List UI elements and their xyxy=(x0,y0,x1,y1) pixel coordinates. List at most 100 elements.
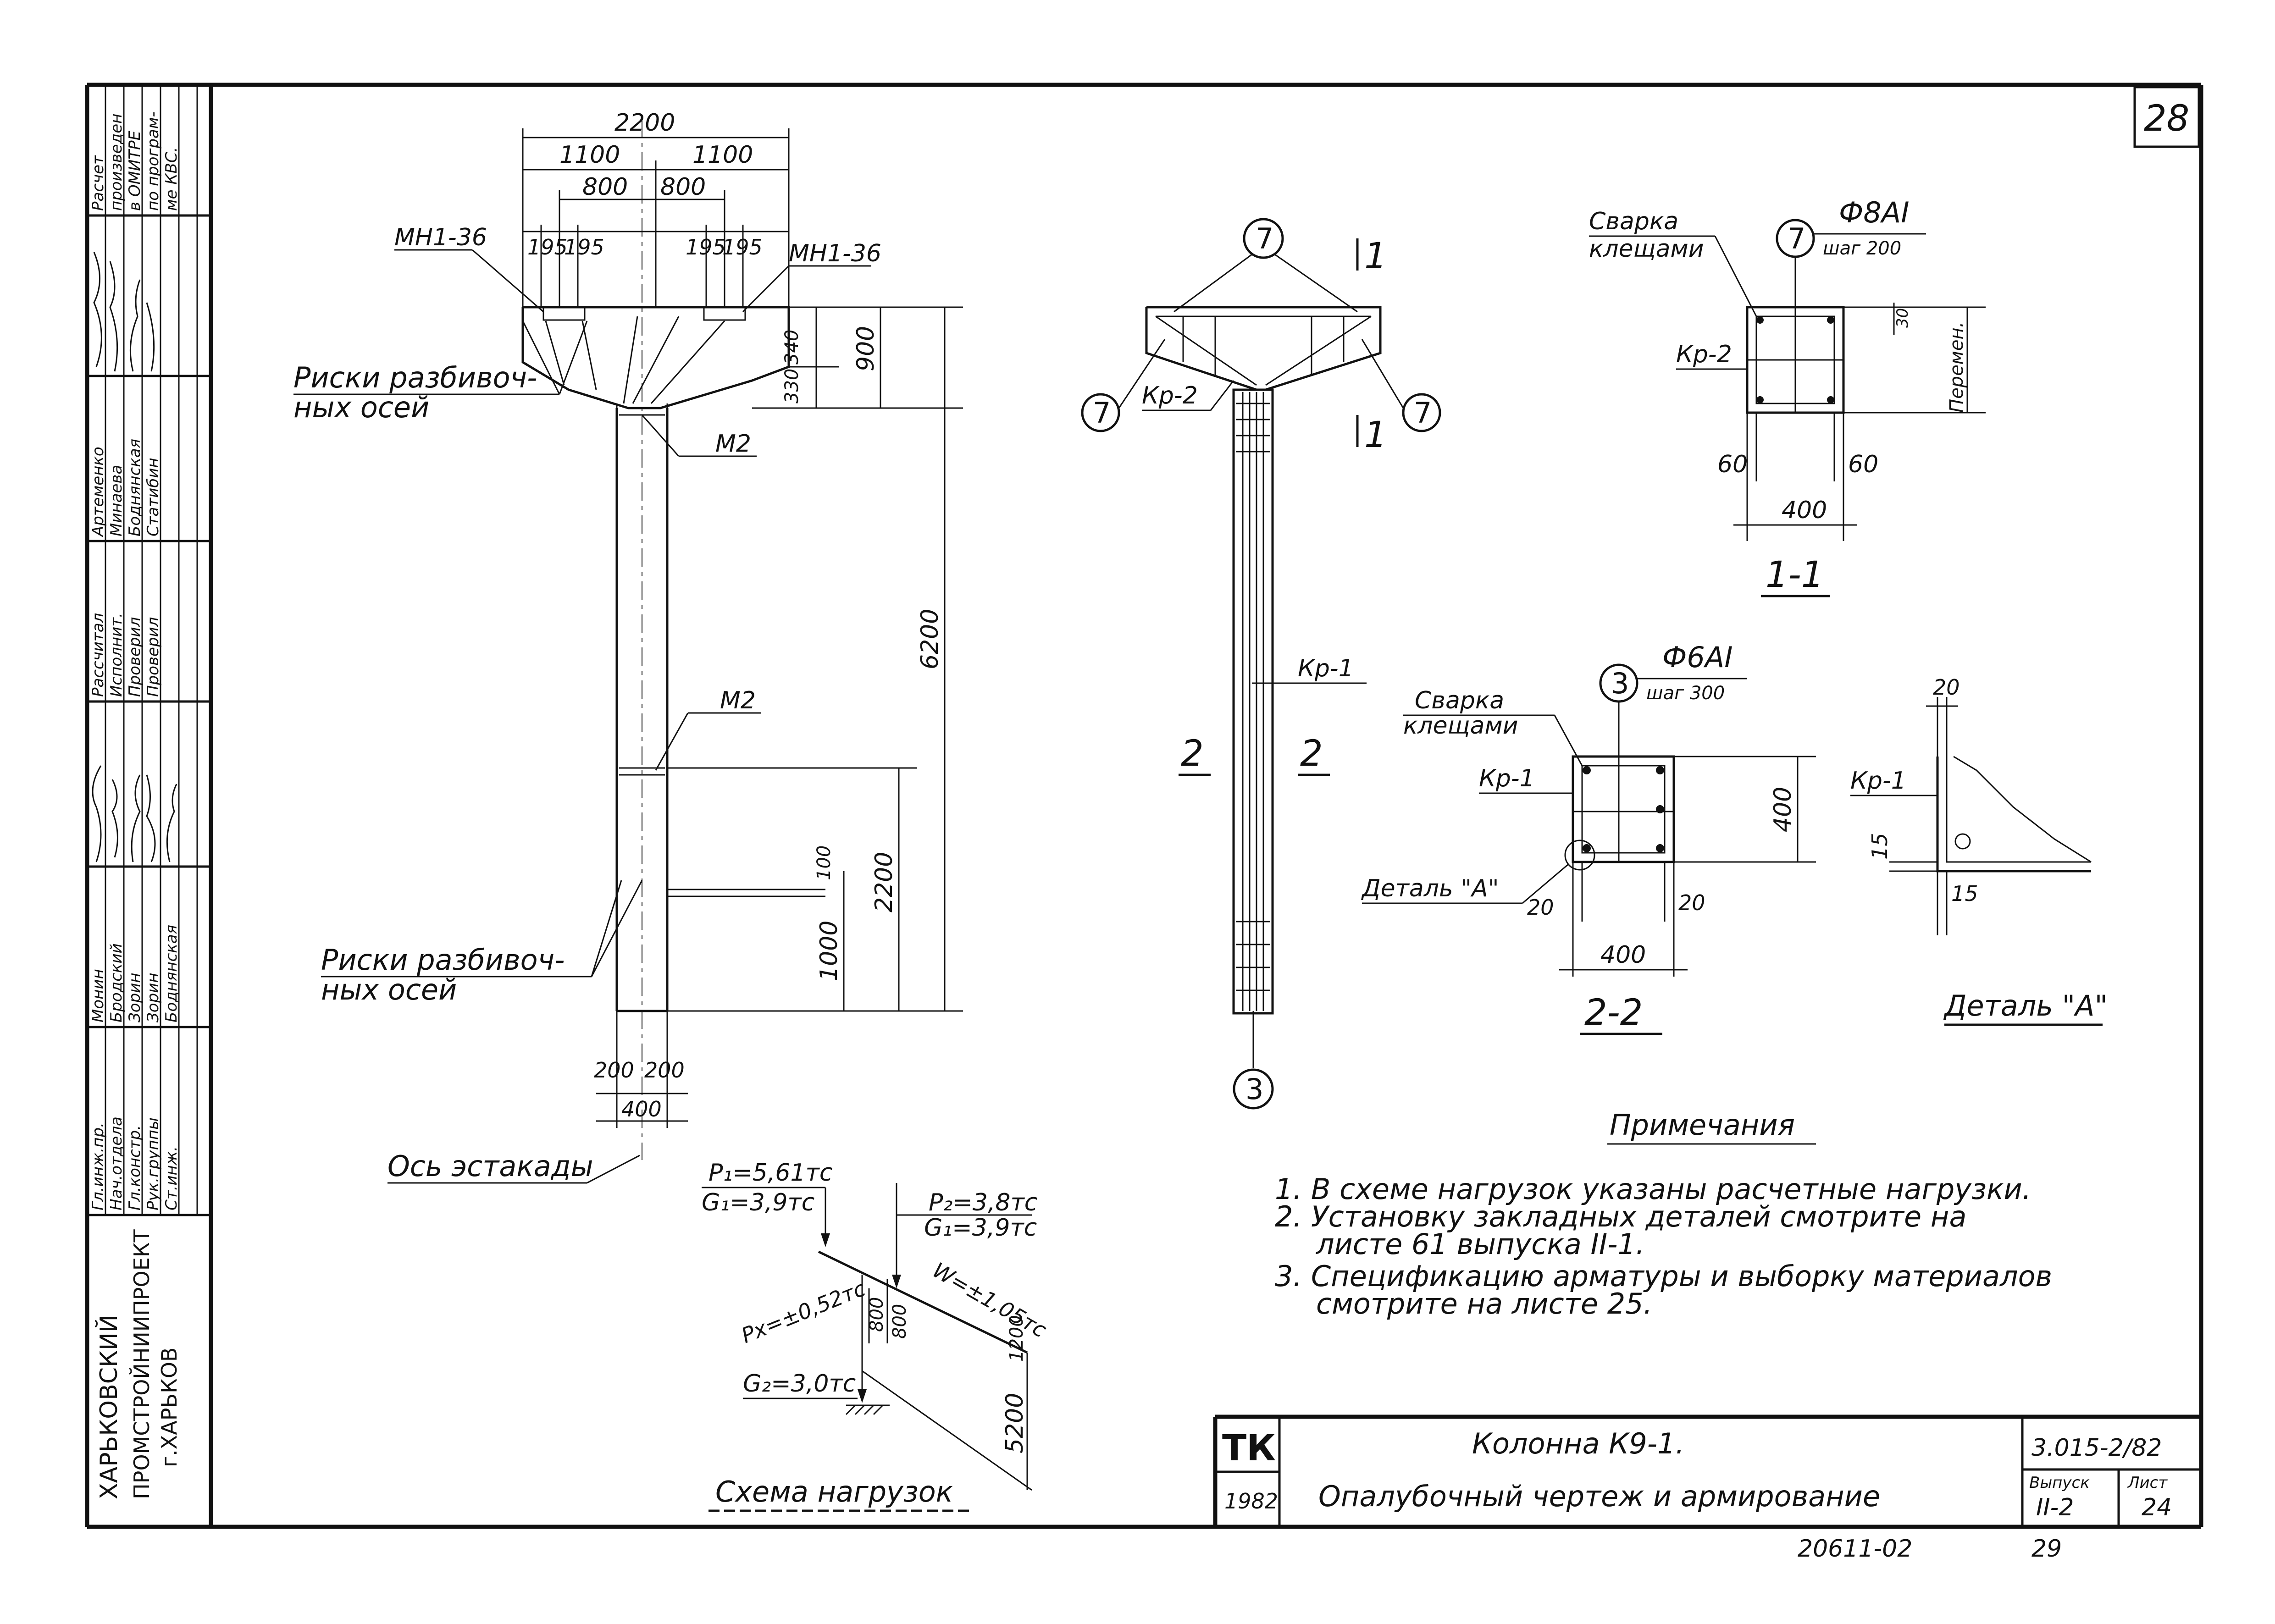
title-code: 3.015-2/82 xyxy=(2031,1434,2162,1462)
signature-group-2 xyxy=(93,252,155,372)
elevation-dimensions-bottom xyxy=(596,1011,688,1128)
load-g1-left: G₁=3,9тс xyxy=(702,1189,814,1216)
title-tk: ТК xyxy=(1222,1428,1276,1469)
title-list-value: 24 xyxy=(2142,1494,2172,1521)
load-dim-800-b: 800 xyxy=(889,1304,910,1339)
rebar-kr2-label: Кр-2 xyxy=(1142,382,1198,409)
stamp-name2-3: Боднянская xyxy=(126,439,144,536)
stamp-name-2: Бродский xyxy=(107,943,126,1022)
stamp-grid xyxy=(87,85,211,1216)
label-m2-top: М2 xyxy=(715,430,751,458)
dim-340: 340 xyxy=(781,330,803,365)
sheet-number: 28 xyxy=(2144,98,2189,139)
stamp-note-2: произведен xyxy=(107,114,126,211)
dim-195-3: 195 xyxy=(686,235,726,260)
title-vypusk-label: Выпуск xyxy=(2029,1474,2090,1492)
dim-200-left: 200 xyxy=(594,1058,634,1083)
dim-900: 900 xyxy=(852,326,880,371)
stamp-role-4: Рук.группы xyxy=(144,1117,162,1210)
section-2-2-dim-20-left: 20 xyxy=(1527,895,1554,920)
risk-label-top-1: Риски разбивоч- xyxy=(293,361,537,394)
section-1-1-step: шаг 200 xyxy=(1823,238,1901,259)
detail-a-title: Деталь "А" xyxy=(1943,989,2108,1022)
stamp-role-5: Ст.инж. xyxy=(162,1146,181,1210)
section-1-1-bar: Ф8АI xyxy=(1839,196,1910,229)
title-block-grid xyxy=(1213,1414,2201,1527)
dim-330: 330 xyxy=(781,369,803,403)
load-g1-right: G₁=3,9тс xyxy=(924,1214,1037,1242)
section-2-2-dim-20-right: 20 xyxy=(1678,890,1705,915)
section-1-1-dim-var: Перемен. xyxy=(1946,322,1967,413)
archive-number: 20611-02 xyxy=(1798,1535,1912,1563)
load-w: W=±1,05тс xyxy=(929,1258,1051,1342)
section-2-2 xyxy=(1559,702,1816,977)
signature-group-1 xyxy=(92,765,177,862)
org-name-3: г.ХАРЬКОВ xyxy=(157,1348,182,1468)
note-line-4: 3. Спецификацию арматуры и выборку матер… xyxy=(1275,1259,2052,1293)
sheet-frame xyxy=(85,83,2203,1529)
load-p1: P₁=5,61тс xyxy=(709,1159,832,1187)
dim-half-right: 1100 xyxy=(692,141,753,169)
dim-total-width: 2200 xyxy=(614,109,675,137)
dim-800-left: 800 xyxy=(582,173,628,201)
load-dim-1200: 1200 xyxy=(1006,1315,1027,1362)
section-2-2-welding-1: Сварка xyxy=(1415,687,1504,714)
label-mn-left: МН1-36 xyxy=(394,224,487,251)
stamp-role2-3: Проверил xyxy=(126,617,144,697)
load-dim-800-a: 800 xyxy=(866,1297,887,1332)
section-2-2-welding-2: клещами xyxy=(1403,712,1518,740)
stamp-note-1: Расчет xyxy=(89,155,107,211)
detail-a-kr: Кр-1 xyxy=(1850,767,1906,795)
load-g2: G₂=3,0тс xyxy=(743,1370,856,1398)
title-list-label: Лист xyxy=(2127,1474,2168,1492)
stamp-note-4: по програм- xyxy=(144,111,162,211)
load-diagram xyxy=(818,1183,1032,1491)
section-2-2-pos: 3 xyxy=(1611,667,1629,700)
label-mn-right: МН1-36 xyxy=(789,240,881,267)
archive-sheet: 29 xyxy=(2031,1535,2062,1563)
load-p2: P₂=3,8тс xyxy=(929,1189,1037,1216)
note-line-2: 2. Установку закладных деталей смотрите … xyxy=(1275,1200,1966,1233)
dim-195-4: 195 xyxy=(722,235,763,260)
load-diagram-title: Схема нагрузок xyxy=(715,1475,953,1508)
section-1-1-title: 1-1 xyxy=(1766,554,1824,596)
axis-label: Ось эстакады xyxy=(387,1149,593,1183)
dim-half-left: 1100 xyxy=(559,141,620,169)
cut-1-lower: 1 xyxy=(1364,414,1387,456)
section-2-2-dim-400-h: 400 xyxy=(1600,941,1646,969)
rebar-pos-3: 3 xyxy=(1245,1072,1263,1106)
detail-a-dim-15-a: 15 xyxy=(1867,833,1892,860)
title-year: 1982 xyxy=(1224,1489,1278,1514)
note-line-1: 1. В схеме нагрузок указаны расчетные на… xyxy=(1275,1172,2031,1206)
stamp-name-4: Зорин xyxy=(144,972,162,1022)
dim-1000: 1000 xyxy=(815,921,843,981)
rebar-pos-7-top: 7 xyxy=(1256,222,1273,255)
cut-2-left: 2 xyxy=(1181,733,1204,774)
stamp-role-1: Гл.инж.пр. xyxy=(89,1122,107,1210)
dim-800-right: 800 xyxy=(660,173,706,201)
column-elevation xyxy=(521,119,825,1160)
org-name-1: ХАРЬКОВСКИЙ xyxy=(95,1315,123,1499)
load-px: Pх=±0,52тс xyxy=(738,1276,869,1348)
section-1-1-dim-400: 400 xyxy=(1782,497,1827,524)
cut-2-right: 2 xyxy=(1300,733,1323,774)
stamp-role-3: Гл.констр. xyxy=(126,1125,144,1210)
section-2-2-dim-400-v: 400 xyxy=(1769,787,1797,832)
detail-a-dim-20: 20 xyxy=(1933,675,1960,700)
section-2-2-bar: Ф6АI xyxy=(1662,641,1733,674)
stamp-role2-1: Рассчитал xyxy=(89,613,107,697)
stamp-name2-4: Статибин xyxy=(144,458,162,536)
stamp-name-3: Зорин xyxy=(126,972,144,1022)
stamp-name-5: Боднянская xyxy=(162,925,181,1022)
dim-2200-lower: 2200 xyxy=(870,852,898,912)
rebar-pos-7-left: 7 xyxy=(1093,396,1111,430)
dim-6200: 6200 xyxy=(916,609,944,669)
dim-195-1: 195 xyxy=(527,235,568,260)
dim-400-bottom: 400 xyxy=(621,1097,662,1121)
section-1-1-welding-2: клещами xyxy=(1589,235,1704,263)
stamp-role2-2: Исполнит. xyxy=(107,613,126,697)
load-dim-5200: 5200 xyxy=(1001,1393,1029,1453)
detail-a-dim-15-b: 15 xyxy=(1951,881,1978,906)
section-1-1-pos: 7 xyxy=(1788,222,1805,255)
dim-195-2: 195 xyxy=(564,235,604,260)
